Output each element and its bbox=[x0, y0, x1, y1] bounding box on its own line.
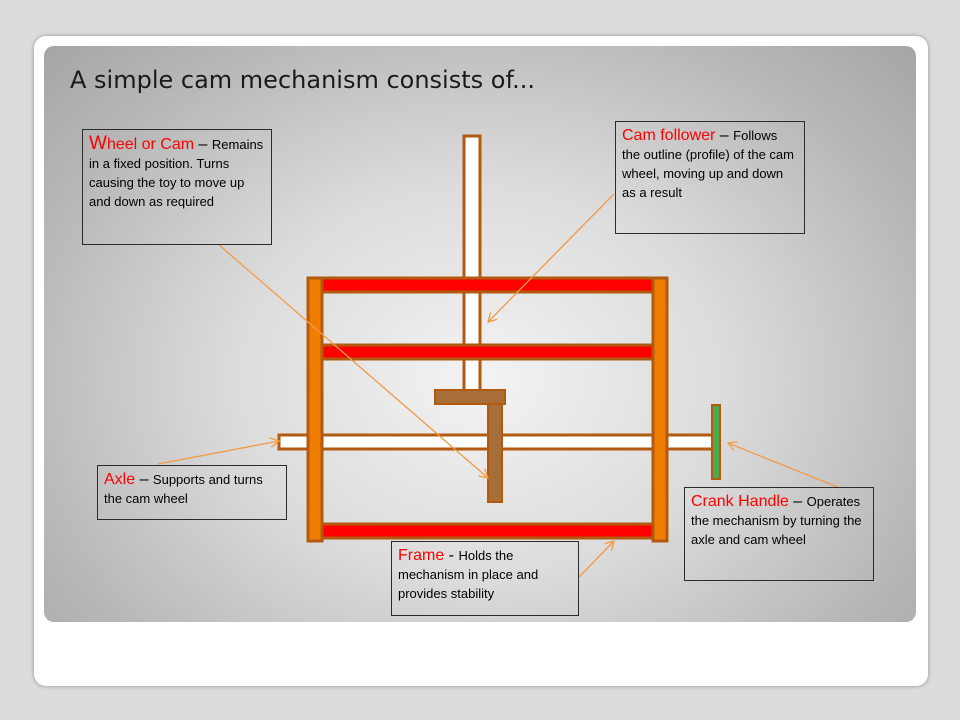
wheel-label: Wheel or Cam – Remains in a fixed positi… bbox=[82, 129, 272, 245]
cam-follower-label: Cam follower – Follows the outline (prof… bbox=[615, 121, 805, 234]
crank-handle bbox=[711, 404, 721, 480]
frame-middle-rail bbox=[316, 343, 660, 361]
frame-label-dash: - bbox=[444, 547, 459, 564]
cam-follower-label-text: Follows the outline (profile) of the cam… bbox=[622, 128, 794, 200]
axle-label-dash: – bbox=[135, 471, 153, 488]
crank-handle-label-heading: Crank Handle bbox=[691, 493, 789, 510]
follower-foot-plate bbox=[434, 389, 506, 405]
frame-label-text: Holds the mechanism in place and provide… bbox=[398, 548, 539, 601]
cam-follower-label-dash: – bbox=[715, 127, 734, 144]
axle-label-text: Supports and turns the cam wheel bbox=[104, 472, 263, 506]
cam-follower-label-heading: Cam follower bbox=[622, 127, 716, 144]
frame-top-rail bbox=[316, 276, 660, 294]
crank-handle-label-dash: – bbox=[788, 493, 807, 510]
frame-left-post bbox=[306, 276, 324, 543]
axle-pointer-arrow bbox=[157, 441, 279, 465]
cam-wheel bbox=[487, 403, 503, 503]
follower-pointer-arrow bbox=[488, 193, 615, 322]
wheel-label-text: Remains in a fixed position. Turns causi… bbox=[89, 137, 264, 209]
axle-label-heading: Axle bbox=[104, 471, 136, 488]
frame-pointer-arrow bbox=[577, 541, 614, 579]
frame-label: Frame - Holds the mechanism in place and… bbox=[391, 541, 579, 616]
crank-handle-label: Crank Handle – Operates the mechanism by… bbox=[684, 487, 874, 581]
axle-label: Axle – Supports and turns the cam wheel bbox=[97, 465, 287, 520]
frame-right-post bbox=[651, 276, 669, 543]
frame-label-heading: Frame bbox=[398, 547, 445, 564]
crank-handle-label-text: Operates the mechanism by turning the ax… bbox=[691, 494, 862, 547]
crank-pointer-arrow bbox=[728, 443, 841, 489]
frame-bottom-rail bbox=[316, 522, 660, 540]
wheel-label-heading: Wheel or Cam bbox=[89, 133, 195, 154]
wheel-pointer-arrow bbox=[217, 243, 488, 478]
wheel-label-dash: – bbox=[194, 136, 212, 153]
slide-title: A simple cam mechanism consists of... bbox=[70, 66, 536, 94]
